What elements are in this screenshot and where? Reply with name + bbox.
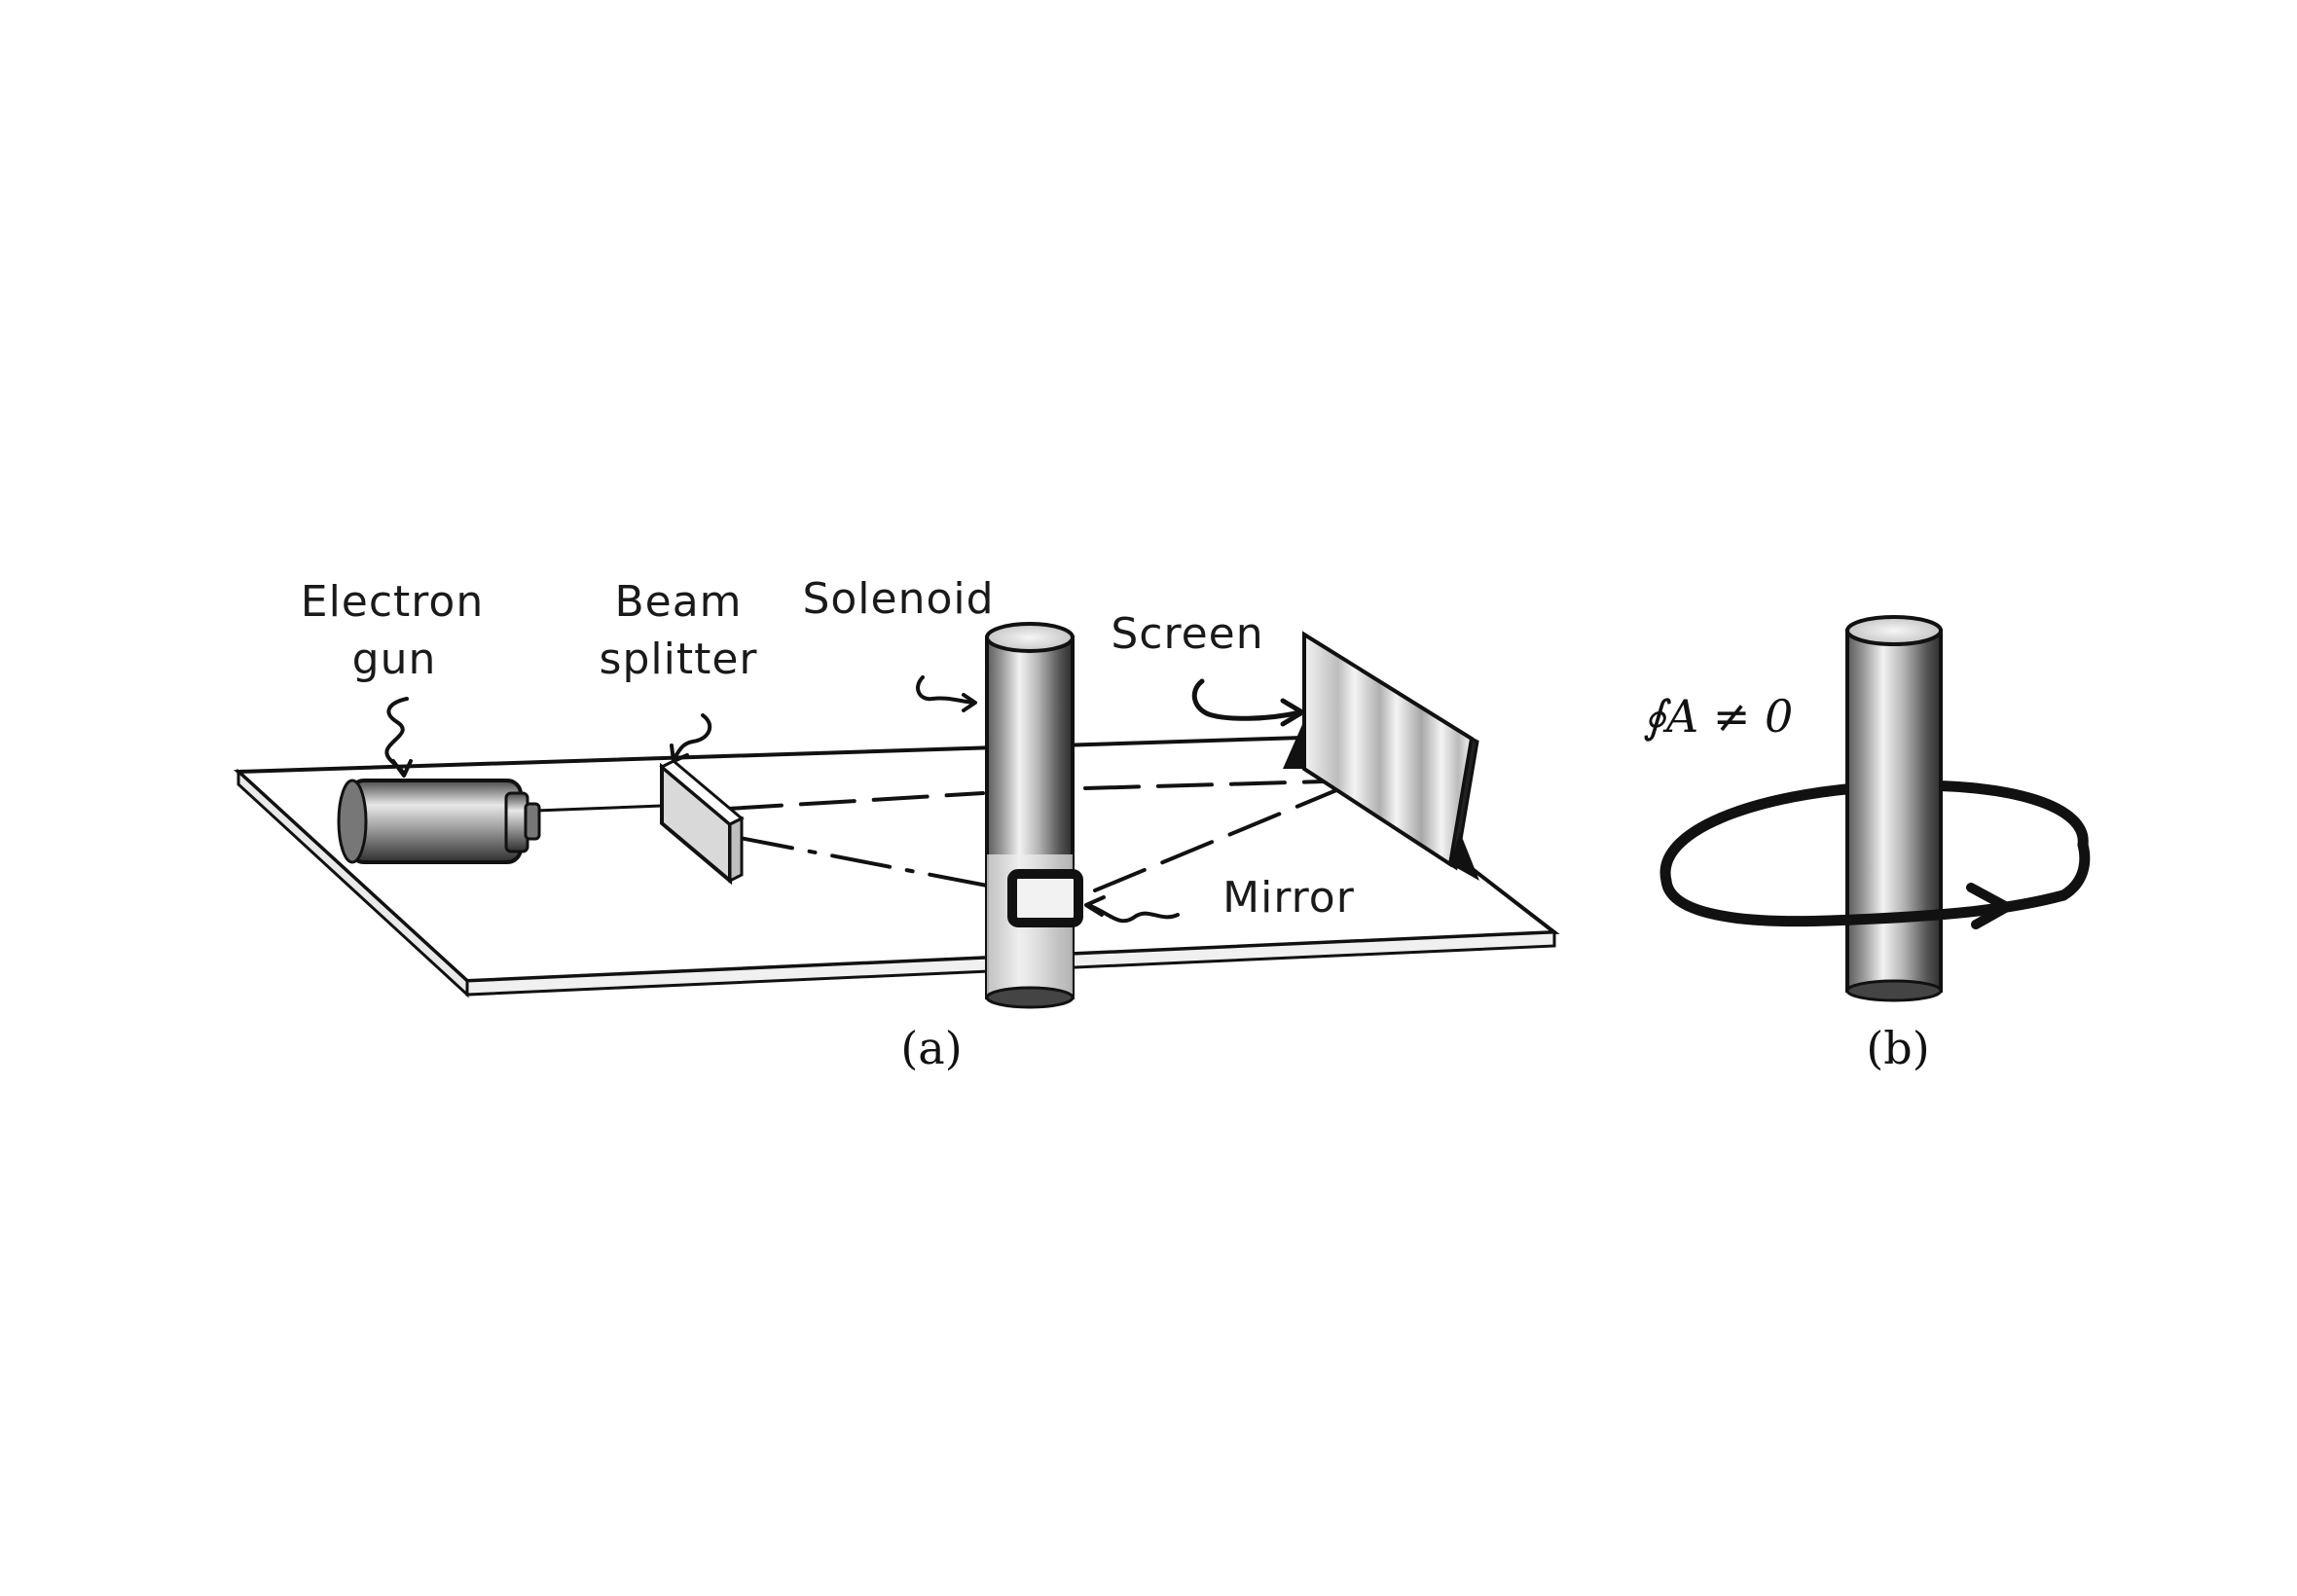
circulation-formula: ∮A ≠ 0 (1643, 690, 1793, 743)
panel-b-caption: (b) (1866, 1022, 1929, 1074)
screen-arrowhead (1280, 698, 1305, 727)
mirror (1007, 869, 1083, 927)
screen-arrow (1191, 678, 1303, 721)
electron-gun-label-line2: gun (352, 635, 437, 684)
mirror-arrowhead (1084, 895, 1106, 917)
electron-gun-arrowhead (391, 759, 413, 778)
electron-gun (337, 779, 541, 864)
screen (1283, 631, 1479, 881)
panel-a-caption: (a) (900, 1022, 962, 1074)
solenoid (985, 622, 1075, 1009)
solenoid-label: Solenoid (802, 574, 994, 624)
flux-loop-arrowhead (1966, 883, 2012, 929)
flux-loop-front (1660, 839, 2091, 927)
solenoid-arrowhead (962, 693, 977, 712)
mirror-label: Mirror (1222, 873, 1355, 923)
panel-a: Electron gun Beam splitter Solenoid Scre… (234, 574, 1560, 1074)
cylinder (1845, 615, 1943, 1002)
electron-gun-arrow (384, 697, 409, 776)
screen-label: Screen (1111, 609, 1263, 659)
label-arrows (384, 675, 1305, 924)
beam-splitter-label-line1: Beam (614, 577, 742, 627)
electron-gun-label-line1: Electron (301, 577, 484, 627)
beam-splitter (659, 759, 745, 886)
mirror-arrow (1086, 903, 1180, 924)
electron-beam-paths (533, 779, 1360, 892)
solenoid-arrow (916, 675, 975, 705)
beam-splitter-arrowhead (670, 744, 689, 763)
beam-splitter-label-line2: splitter (600, 635, 758, 684)
panel-b: ∮A ≠ 0 (b) (1643, 615, 2091, 1074)
beam-splitter-arrow (672, 713, 712, 761)
